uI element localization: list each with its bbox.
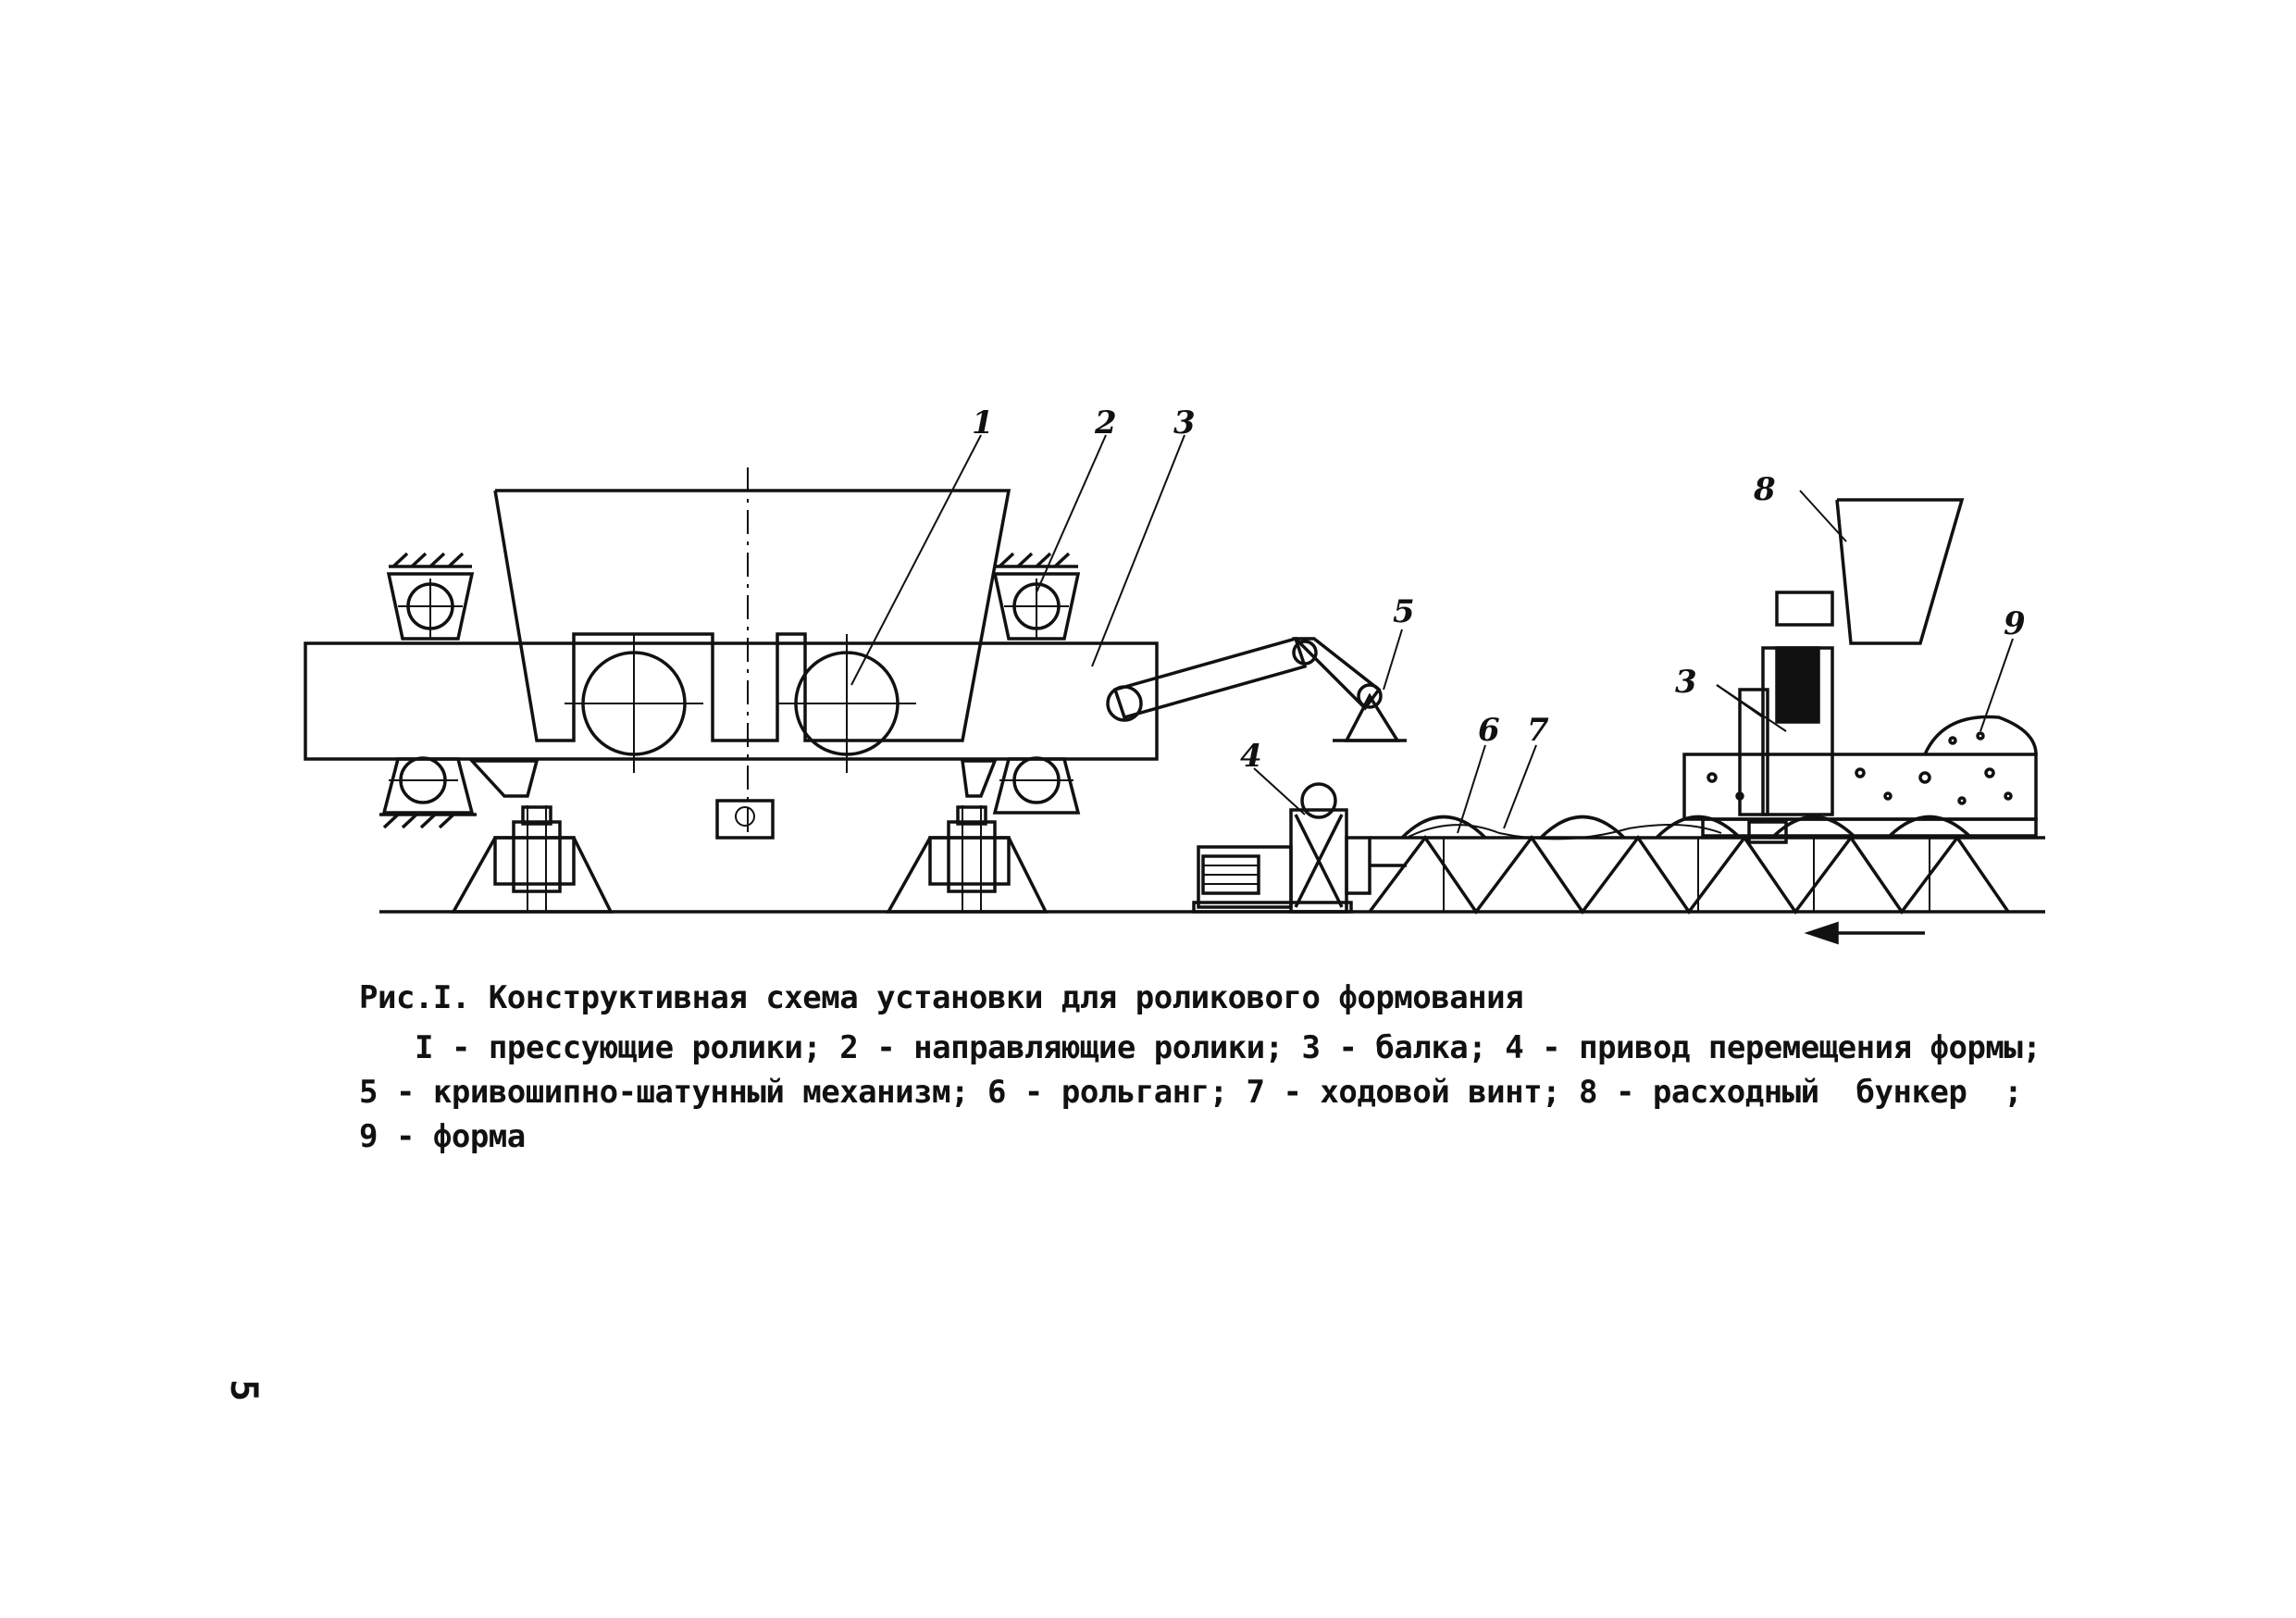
form-drive: [1192, 782, 1407, 914]
label-1: 1: [972, 404, 994, 442]
page-number: 5: [222, 1379, 265, 1402]
support-right: [886, 805, 1049, 914]
label-7: 7: [1527, 712, 1549, 749]
crank-connecting-rod-mechanism: [1106, 636, 1407, 742]
guide-roller-housing-top-right: [992, 572, 1081, 641]
roller-hopper: [493, 489, 1011, 742]
guide-roller-housing-top-left: [386, 572, 475, 641]
figure-caption-title: Рис.I. Конструктивная схема установки дл…: [359, 979, 1524, 1016]
supply-hopper: [1738, 498, 1965, 816]
beam-lower-block: [715, 799, 775, 840]
form: [1682, 715, 2038, 844]
figure-legend-line-1: I - прессующие ролики; 2 - направляющие …: [415, 1029, 2042, 1066]
label-5: 5: [1393, 593, 1415, 630]
label-3b: 3: [1675, 664, 1697, 701]
lead-screw: [1406, 824, 1722, 840]
label-9: 9: [2004, 605, 2026, 642]
support-left: [451, 805, 614, 914]
figure-legend-line-2: 5 - кривошипно-шатунный механизм; 6 - ро…: [359, 1074, 2023, 1111]
label-6: 6: [1478, 712, 1500, 749]
guide-roller-housing-bottom-left: [381, 757, 475, 815]
wedge-left: [468, 759, 540, 798]
label-4: 4: [1240, 738, 1262, 775]
guide-roller-housing-bottom-right: [992, 757, 1081, 815]
label-2: 2: [1094, 404, 1117, 442]
roller-table: [1368, 815, 2045, 915]
figure-legend-line-3: 9 - форма: [359, 1118, 526, 1155]
label-8: 8: [1753, 471, 1776, 508]
wedge-right: [961, 759, 998, 798]
beam: [304, 641, 1159, 761]
label-3: 3: [1173, 404, 1196, 442]
